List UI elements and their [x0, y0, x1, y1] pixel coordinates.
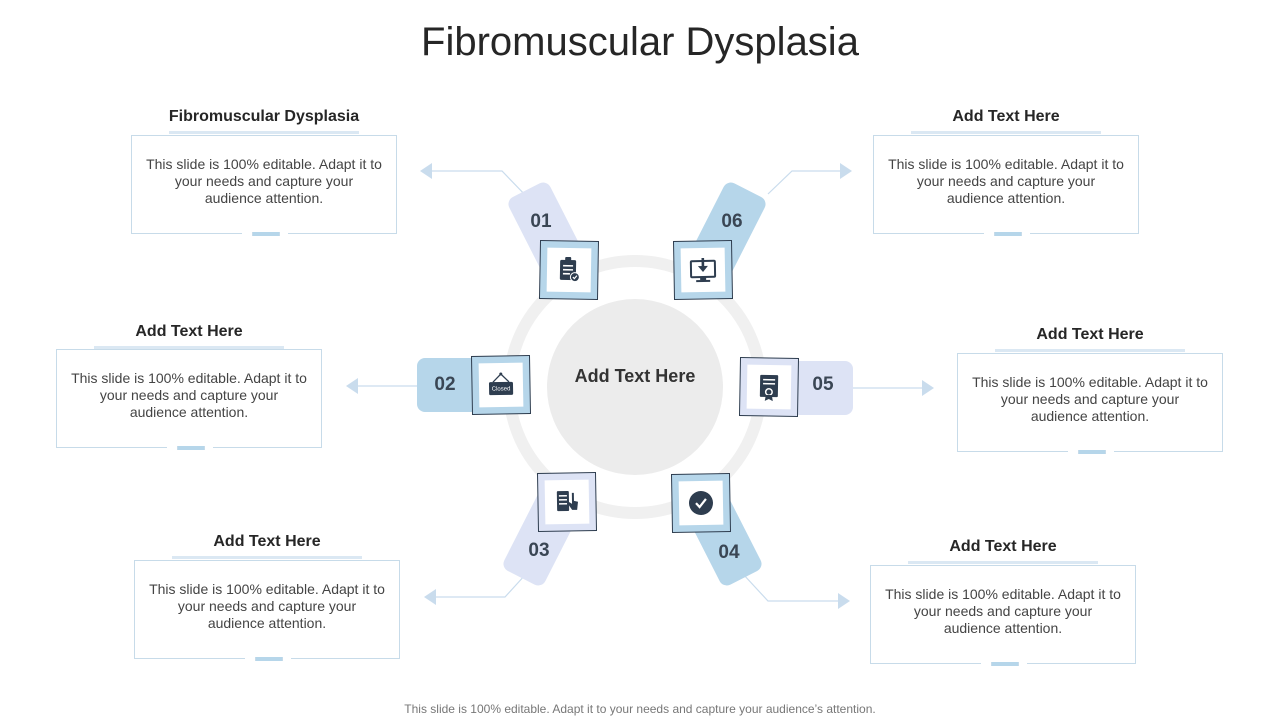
arrowhead-01 [420, 163, 432, 179]
step-heading-01: Fibromuscular Dysplasia [168, 108, 360, 125]
icon-box-05 [738, 356, 800, 418]
step-heading-05: Add Text Here [1036, 326, 1144, 343]
step-text-05: This slide is 100% editable. Adapt it to… [972, 374, 1208, 424]
step-text-06: This slide is 100% editable. Adapt it to… [888, 156, 1124, 206]
step-card-05: This slide is 100% editable. Adapt it to… [957, 353, 1223, 455]
center-label: Add Text Here [574, 366, 696, 386]
slide-title: Fibromuscular Dysplasia [421, 20, 859, 64]
step-heading-04: Add Text Here [949, 538, 1057, 555]
monitor-download-icon [689, 257, 717, 283]
step-heading-02: Add Text Here [135, 323, 243, 340]
clipboard-check-icon [559, 256, 580, 283]
arrowhead-04 [838, 593, 850, 609]
step-number-03: 03 [528, 540, 550, 561]
connector-03 [436, 573, 527, 598]
connector-01 [432, 170, 531, 201]
footer-note: This slide is 100% editable. Adapt it to… [404, 702, 876, 716]
step-text-01: This slide is 100% editable. Adapt it to… [146, 156, 382, 206]
card-tab-02 [167, 445, 213, 451]
step-number-02: 02 [434, 374, 456, 395]
step-card-03: This slide is 100% editable. Adapt it to… [134, 560, 400, 662]
certificate-icon [759, 374, 779, 402]
card-tab-05 [1068, 449, 1114, 455]
icon-box-01 [538, 239, 600, 301]
card-tab-01 [242, 231, 288, 237]
heading-underline-03 [172, 556, 362, 559]
icon-box-03 [536, 471, 598, 533]
arrowhead-05 [922, 380, 934, 396]
arrowhead-02 [346, 378, 358, 394]
arrowhead-06 [840, 163, 852, 179]
step-text-02: This slide is 100% editable. Adapt it to… [71, 370, 307, 420]
step-number-04: 04 [718, 542, 740, 563]
card-tab-04 [981, 661, 1027, 667]
closed-sign-icon: Closed [488, 372, 514, 396]
check-circle-icon [689, 491, 713, 515]
heading-underline-04 [908, 561, 1098, 564]
step-card-04: This slide is 100% editable. Adapt it to… [870, 565, 1136, 667]
arrowhead-03 [424, 589, 436, 605]
step-text-04: This slide is 100% editable. Adapt it to… [885, 586, 1121, 636]
step-card-01: This slide is 100% editable. Adapt it to… [131, 135, 397, 237]
step-number-05: 05 [812, 374, 834, 395]
connector-06 [767, 170, 840, 195]
connectors [358, 170, 922, 602]
card-tab-03 [245, 656, 291, 662]
connector-04 [742, 573, 838, 602]
heading-underline-05 [995, 349, 1185, 352]
step-card-02: This slide is 100% editable. Adapt it to… [56, 349, 322, 451]
step-heading-03: Add Text Here [213, 533, 321, 550]
icon-box-02: Closed [470, 354, 532, 416]
icon-box-06 [672, 239, 734, 301]
heading-underline-01 [169, 131, 359, 134]
arrowheads [346, 163, 934, 609]
icon-squares: Closed [470, 239, 800, 534]
icon-box-04 [670, 472, 732, 534]
step-card-06: This slide is 100% editable. Adapt it to… [873, 135, 1139, 237]
card-tab-06 [984, 231, 1030, 237]
step-text-03: This slide is 100% editable. Adapt it to… [149, 581, 385, 631]
closed-sign-text: Closed [492, 386, 511, 392]
step-number-06: 06 [721, 211, 743, 232]
step-heading-06: Add Text Here [952, 108, 1060, 125]
heading-underline-06 [911, 131, 1101, 134]
document-touch-icon [556, 490, 578, 512]
center-circle [547, 299, 723, 475]
heading-underline-02 [94, 346, 284, 349]
step-number-01: 01 [530, 211, 552, 232]
